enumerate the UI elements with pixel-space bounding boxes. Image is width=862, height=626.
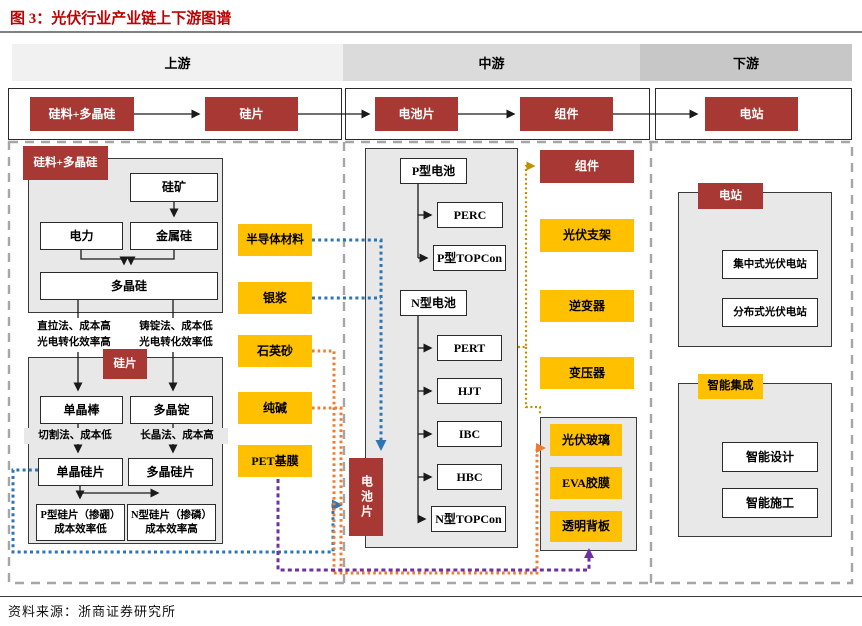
- footer-rule: [0, 596, 862, 597]
- label-wafer: 硅片: [103, 349, 147, 379]
- node-metal-si: 金属硅: [130, 222, 218, 250]
- dashed-frame: [7, 140, 854, 585]
- node-n-wafer: N型硅片（掺磷） 成本效率高: [127, 504, 216, 541]
- route-pet-to-backsheet: [276, 479, 594, 572]
- node-quartz-sand: 石英砂: [238, 335, 312, 367]
- node-glass: 光伏玻璃: [550, 424, 622, 456]
- node-semi-material: 半导体材料: [238, 224, 312, 256]
- node-pet-film: PET基膜: [238, 445, 312, 477]
- source-text: 资料来源：浙商证券研究所: [8, 604, 177, 619]
- node-poly-ingot: 多晶锭: [130, 396, 213, 424]
- node-hjt: HJT: [437, 378, 502, 404]
- node-backsheet: 透明背板: [550, 511, 622, 542]
- black-connectors: [73, 109, 699, 524]
- route-to-glass: [334, 443, 546, 575]
- band-upstream: 上游: [12, 44, 343, 81]
- node-perc: PERC: [437, 202, 503, 228]
- node-poly-si: 多晶硅: [40, 272, 218, 300]
- note-method-mono: 直拉法、成本高 光电转化效率高: [22, 318, 126, 352]
- node-p-cell: P型电池: [400, 158, 467, 184]
- node-silver-paste: 银浆: [238, 282, 312, 314]
- node-central-station: 集中式光伏电站: [722, 250, 818, 279]
- node-inverter: 逆变器: [540, 290, 634, 322]
- node-hbc: HBC: [437, 464, 502, 490]
- orange-routes: [312, 349, 546, 575]
- route-cells-to-module: [518, 161, 536, 349]
- node-pert: PERT: [437, 335, 502, 361]
- node-smart-design: 智能设计: [722, 442, 818, 472]
- label-station: 电站: [698, 183, 763, 209]
- note-method-grow: 长晶法、成本高: [126, 428, 228, 444]
- node-n-cell: N型电池: [400, 290, 467, 316]
- chain-cell: 电池片: [375, 97, 458, 131]
- node-bracket: 光伏支架: [540, 219, 634, 252]
- label-smart-integration: 智能集成: [698, 374, 763, 399]
- node-module: 组件: [540, 150, 634, 183]
- node-ore: 硅矿: [130, 173, 218, 202]
- note-method-cast: 铸锭法、成本低 光电转化效率低: [124, 318, 228, 352]
- node-mono-wafer: 单晶硅片: [38, 458, 123, 486]
- route-soda-down: [312, 406, 343, 573]
- note-method-cut: 切割法、成本低: [24, 428, 126, 444]
- node-p-topcon: P型TOPCon: [433, 245, 506, 271]
- node-transformer: 变压器: [540, 357, 634, 389]
- node-p-wafer: P型硅片（掺硼） 成本效率低: [36, 504, 125, 541]
- route-quartz-down: [312, 349, 336, 573]
- gold-routes: [518, 161, 542, 414]
- page-title: 图 3：光伏行业产业链上下游图谱: [10, 11, 232, 27]
- chain-station: 电站: [705, 97, 798, 131]
- node-poly-wafer: 多晶硅片: [128, 458, 213, 486]
- chain-silicon: 硅料+多晶硅: [30, 97, 134, 131]
- node-cell-vertical: 电池片: [349, 458, 383, 536]
- band-downstream: 下游: [640, 44, 852, 81]
- chain-module: 组件: [520, 97, 613, 131]
- route-semi-to-cellbox: [312, 238, 387, 451]
- node-soda-ash: 纯碱: [238, 392, 312, 424]
- chain-wafer: 硅片: [205, 97, 298, 131]
- node-distributed-station: 分布式光伏电站: [722, 298, 818, 327]
- title-rule: [0, 31, 862, 33]
- node-ibc: IBC: [437, 421, 502, 447]
- connector-power-to-poly: [80, 250, 129, 266]
- node-mono-rod: 单晶棒: [40, 396, 123, 424]
- node-power: 电力: [40, 222, 123, 250]
- connector-metal-to-poly: [126, 250, 175, 266]
- label-silicon-material: 硅料+多晶硅: [23, 146, 108, 180]
- band-midstream: 中游: [343, 44, 640, 81]
- node-n-topcon: N型TOPCon: [431, 506, 506, 532]
- node-eva: EVA胶膜: [550, 467, 622, 499]
- node-smart-build: 智能施工: [722, 488, 818, 518]
